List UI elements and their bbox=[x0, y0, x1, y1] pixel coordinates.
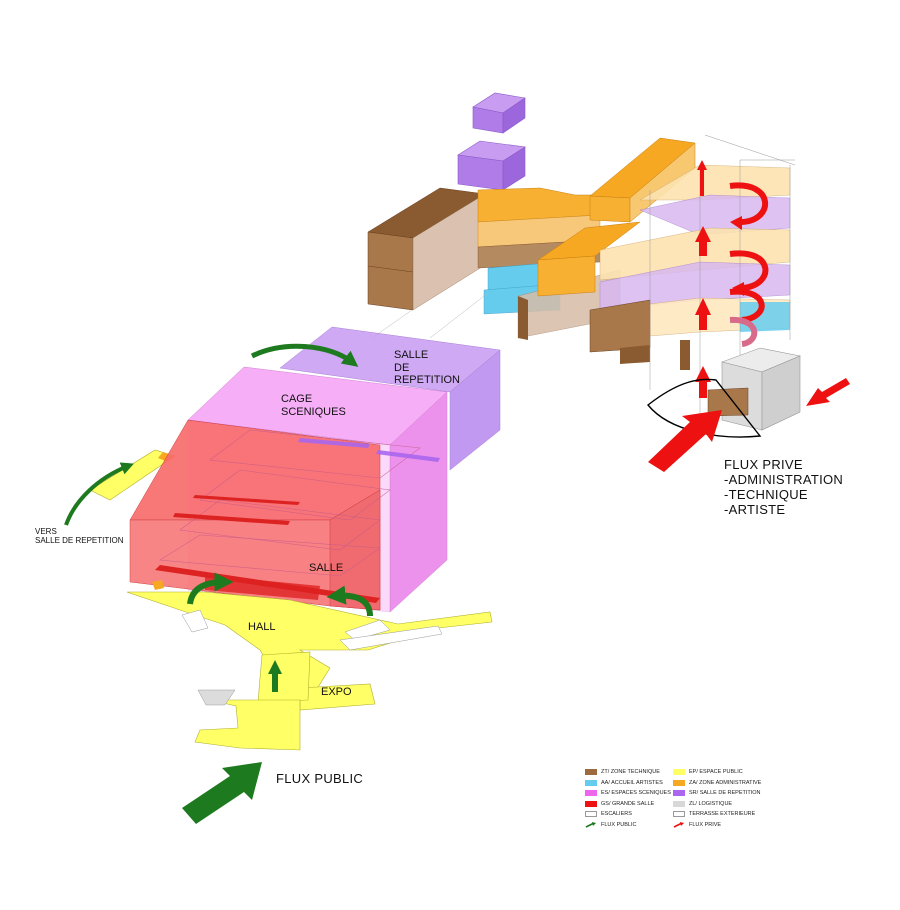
entrance-stair bbox=[257, 651, 311, 703]
legend-item: ZL/ LOGISTIQUE bbox=[673, 799, 761, 810]
label-cage-sceniques: CAGE SCENIQUES bbox=[281, 393, 346, 418]
repetition-cube-middle bbox=[457, 140, 526, 191]
legend-column-left: ZT/ ZONE TECHNIQUE AA/ ACCUEIL ARTISTES … bbox=[585, 767, 671, 830]
swatch-public bbox=[673, 769, 685, 776]
swatch-grande-salle bbox=[585, 800, 597, 807]
legend-item: AA/ ACCUEIL ARTISTES bbox=[585, 778, 671, 789]
legend-item: TERRASSE EXTERIEURE bbox=[673, 809, 761, 820]
logistique-block bbox=[647, 347, 802, 438]
label-expo: EXPO bbox=[321, 686, 352, 698]
legend-item: ES/ ESPACES SCENIQUES bbox=[585, 788, 671, 799]
flux-prive-vertical-arrows bbox=[695, 160, 711, 398]
hall-platform bbox=[126, 591, 493, 701]
repetition-cube-top bbox=[472, 92, 526, 134]
swatch-scenique bbox=[585, 790, 597, 797]
swatch-accueil bbox=[585, 779, 597, 786]
legend-item: ESCALIERS bbox=[585, 809, 671, 820]
label-hall: HALL bbox=[248, 621, 276, 633]
salle-de-repetition-volume bbox=[279, 326, 501, 471]
green-arrow-icon bbox=[585, 821, 596, 828]
theatre-building bbox=[64, 326, 501, 824]
swatch-escaliers bbox=[585, 811, 597, 818]
swatch-logistique bbox=[673, 800, 685, 807]
legend-item: FLUX PRIVE bbox=[673, 820, 761, 831]
swatch-admin bbox=[673, 779, 685, 786]
legend-item: EP/ ESPACE PUBLIC bbox=[673, 767, 761, 778]
legend-item: SR/ SALLE DE REPETITION bbox=[673, 788, 761, 799]
legend-item: FLUX PUBLIC bbox=[585, 820, 671, 831]
legend-column-right: EP/ ESPACE PUBLIC ZA/ ZONE ADMINISTRATIV… bbox=[673, 767, 761, 830]
flux-public-main-arrow bbox=[182, 762, 262, 824]
label-flux-prive: FLUX PRIVE -ADMINISTRATION -TECHNIQUE -A… bbox=[724, 457, 844, 517]
label-flux-public: FLUX PUBLIC bbox=[276, 771, 364, 786]
label-vers-salle: VERS SALLE DE REPETITION bbox=[35, 527, 124, 546]
legend-item: ZA/ ZONE ADMINISTRATIVE bbox=[673, 778, 761, 789]
admin-main-volume bbox=[477, 134, 796, 420]
swatch-technique bbox=[585, 769, 597, 776]
label-salle: SALLE bbox=[309, 562, 344, 574]
swatch-repetition bbox=[673, 790, 685, 797]
flux-prive-main-arrow bbox=[648, 410, 722, 472]
grande-salle-volume bbox=[129, 419, 381, 611]
swatch-terrasse bbox=[673, 811, 685, 818]
technique-block bbox=[367, 187, 486, 311]
legend-item: GS/ GRANDE SALLE bbox=[585, 799, 671, 810]
flux-public-arrows bbox=[64, 343, 373, 824]
flux-prive-side-arrow bbox=[806, 378, 850, 406]
label-salle-de-repetition: SALLE DE REPETITION bbox=[394, 349, 461, 387]
red-arrow-icon bbox=[673, 821, 684, 828]
admin-building bbox=[367, 92, 850, 472]
entrance-forecourt bbox=[194, 699, 301, 751]
legend-item: ZT/ ZONE TECHNIQUE bbox=[585, 767, 671, 778]
